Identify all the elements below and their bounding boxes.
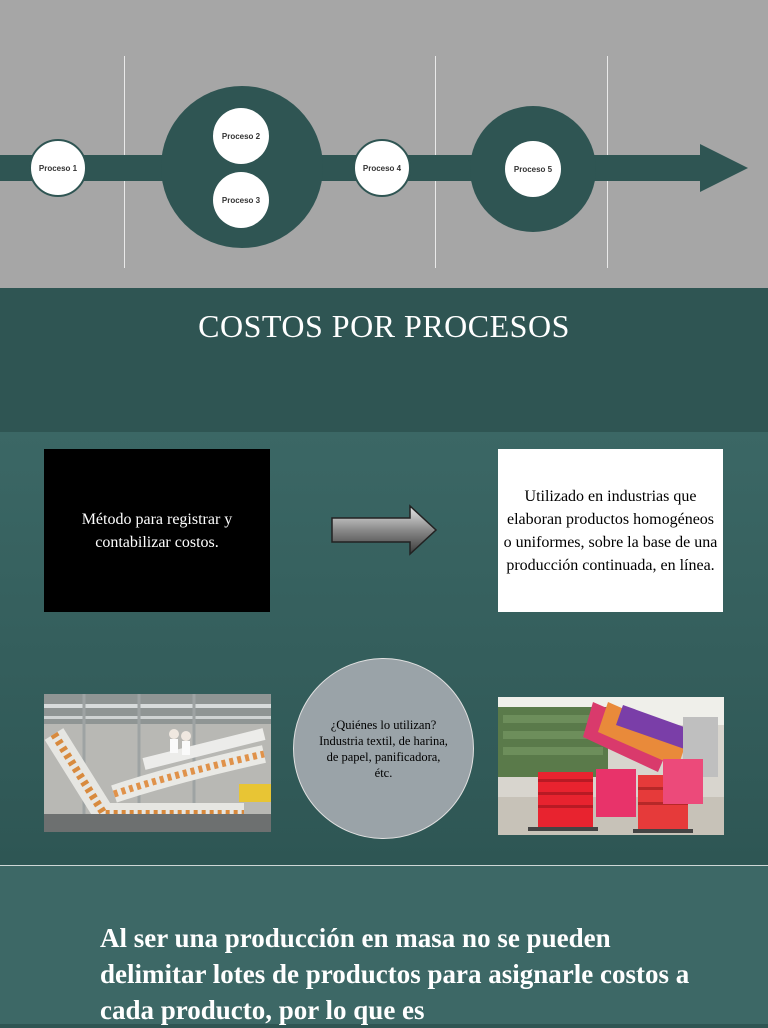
who-question: ¿Quiénes lo utilizan? (330, 717, 437, 732)
food-production-line-photo (44, 694, 271, 832)
right-arrow-icon (331, 504, 438, 556)
usage-box: Utilizado en industrias que elaboran pro… (498, 449, 723, 612)
node-label: Proceso 4 (362, 163, 402, 173)
content-section: Método para registrar y contabilizar cos… (0, 432, 768, 866)
definition-text: Método para registrar y contabilizar cos… (81, 510, 233, 551)
who-uses-it-circle: ¿Quiénes lo utilizan? Industria textil, … (293, 658, 474, 839)
node-label: Proceso 3 (221, 195, 261, 205)
node-label: Proceso 2 (221, 131, 261, 141)
title-band: COSTOS POR PROCESOS (0, 288, 768, 432)
bottom-paragraph: Al ser una producción en masa no se pued… (100, 923, 690, 1025)
usage-text: Utilizado en industrias que elaboran pro… (503, 487, 718, 574)
who-answer: Industria textil, de harina, de papel, p… (319, 733, 448, 780)
node-label: Proceso 1 (38, 163, 78, 173)
timeline-arrowhead-icon (700, 144, 748, 192)
page-title: COSTOS POR PROCESOS (198, 308, 570, 344)
process-timeline-banner: Proceso 1 Proceso 2 Proceso 3 Proceso 4 … (0, 0, 768, 288)
section-divider (0, 865, 768, 866)
bottom-section: Al ser una producción en masa no se pued… (0, 866, 768, 1025)
timeline-node-proceso-5: Proceso 5 (505, 141, 561, 197)
timeline-node-proceso-2: Proceso 2 (213, 108, 269, 164)
node-label: Proceso 5 (513, 164, 553, 174)
definition-box: Método para registrar y contabilizar cos… (44, 449, 270, 612)
timeline-node-proceso-1: Proceso 1 (29, 139, 87, 197)
timeline-node-proceso-3: Proceso 3 (213, 172, 269, 228)
textile-factory-photo (498, 697, 724, 835)
timeline-node-proceso-4: Proceso 4 (353, 139, 411, 197)
